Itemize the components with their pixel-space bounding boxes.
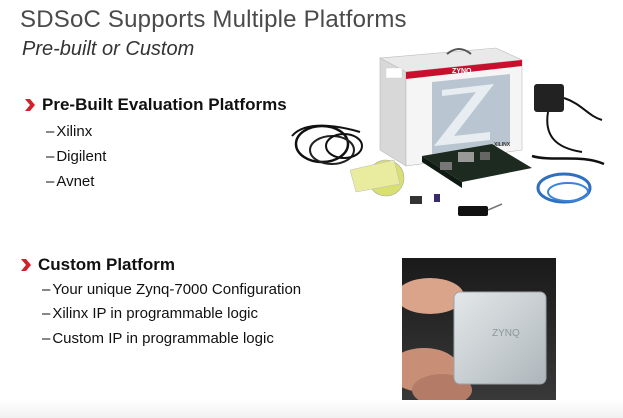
zynq-chip-photo: ZYNQ <box>402 258 556 406</box>
list-item: –Your unique Zynq-7000 Configuration <box>42 281 302 298</box>
slide-subtitle: Pre-built or Custom <box>22 38 195 60</box>
section-heading-label: Custom Platform <box>38 255 175 274</box>
list-item: –Digilent <box>46 148 107 165</box>
list-item: –Avnet <box>46 173 95 190</box>
kit-box-label: ZYNQ <box>452 68 472 75</box>
footer-bar <box>0 400 623 418</box>
kit-brand-label: XILINX <box>494 142 511 148</box>
slide-title: SDSoC Supports Multiple Platforms <box>20 6 407 33</box>
chevron-right-icon <box>25 99 35 111</box>
evaluation-kit-photo: ZYNQ XILINX <box>291 47 605 216</box>
section-heading-prebuilt: Pre-Built Evaluation Platforms <box>24 95 287 115</box>
section-heading-label: Pre-Built Evaluation Platforms <box>42 95 287 114</box>
section-heading-custom: Custom Platform <box>20 255 175 275</box>
list-item: –Xilinx <box>46 123 93 140</box>
chevron-right-icon <box>21 259 31 271</box>
list-item: –Xilinx IP in programmable logic <box>42 305 258 322</box>
list-item: –Custom IP in programmable logic <box>42 330 274 347</box>
chip-label: ZYNQ <box>492 328 520 339</box>
